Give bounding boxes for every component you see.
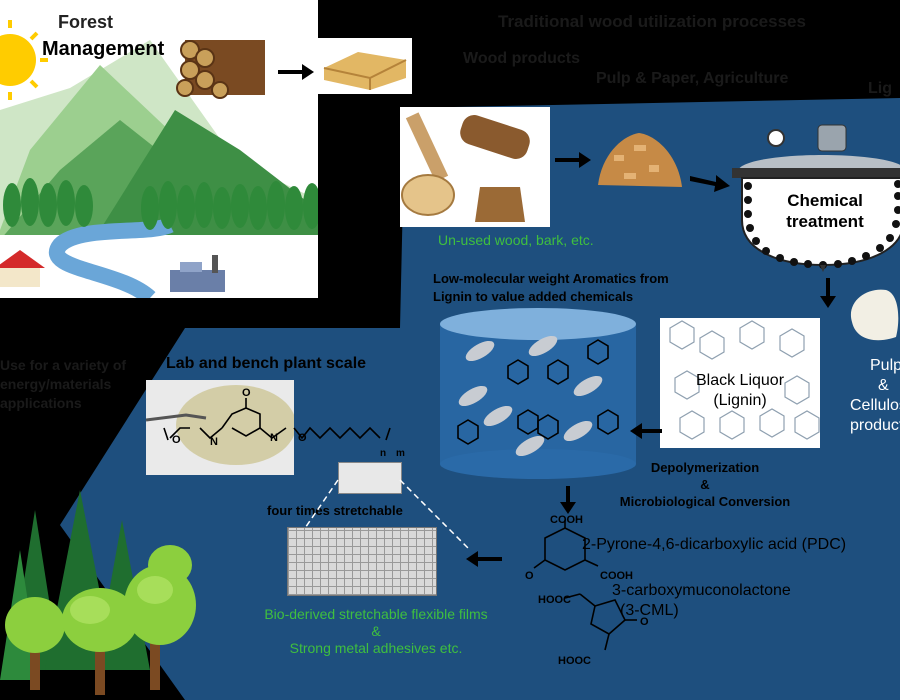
films-line3: Strong metal adhesives etc. [289,640,463,656]
arrow-down-icon [820,278,836,308]
lumber-icon [323,52,407,90]
low-mw-text-2: Lignin to value added chemicals [433,289,634,304]
sun-icon [0,20,48,100]
black-liquor-line2: (Lignin) [713,392,767,409]
pdc-cooh-top: COOH [550,514,583,526]
arrow-left-icon [466,551,502,567]
pulp-paper-text: Pulp & Paper, Agriculture [596,70,789,87]
factory-icon [170,255,225,292]
films-label: Bio-derived stretchable flexible films &… [226,606,526,657]
logs-icon [176,40,265,99]
tree-row-left [3,178,93,227]
cml-name-2: (3-CML) [620,602,679,619]
bioreactor-cylinder [440,308,636,479]
depolymerization-label: Depolymerization & Microbiological Conve… [590,459,820,510]
pulp-line1: Pulp [870,357,900,374]
pulp-line2: & [878,377,889,394]
film-photo [145,380,296,475]
house-icon [0,250,45,287]
lab-scale-label: Lab and bench plant scale [166,355,367,372]
pdc-structure-icon [533,520,599,571]
left-line-2: energy/materials [0,376,112,392]
poly-n-2: N [270,432,278,444]
chemical-treatment-label: Chemical treatment [786,191,864,231]
pdc-o-left: O [525,570,534,582]
forest-landscape [0,20,318,298]
black-liquor-label: Black Liquor (Lignin) [665,371,815,411]
reactor-vessel-icon [732,124,900,272]
stretched-film-large [287,527,437,596]
cml-hooc-bottom: HOOC [558,655,591,667]
poly-o-1: O [172,434,181,446]
cml-name-1: 3-carboxymuconolactone [612,582,791,599]
traditional-processes-text: Traditional wood utilization processes [498,12,806,31]
poly-o-top: O [242,387,251,399]
left-line-3: applications [0,395,82,411]
films-line1: Bio-derived stretchable flexible films [264,606,488,622]
arrow-left-icon [630,423,662,439]
films-line2: & [371,623,381,639]
pulp-line4: products [850,417,900,434]
left-line-1: Use for a variety of [0,357,127,373]
corner-text: Lig [868,80,892,97]
cml-o: O [640,616,649,628]
arrow-right-icon [690,175,730,192]
black-liquor-image [660,318,820,448]
arrow-right-icon [278,64,314,80]
cellulose-powder-icon [850,289,899,341]
depoly-line2: & [700,477,710,492]
wood-products-text: Wood products [463,50,581,67]
pulp-label: Pulp & Cellulose products [848,356,900,436]
pdc-name-label: 2-Pyrone-4,6-dicarboxylic acid (PDC) [582,536,847,553]
left-application-text: Use for a variety of energy/materials ap… [0,356,126,413]
wood-chips-icon [598,133,682,187]
black-liquor-line1: Black Liquor [695,372,785,389]
stretched-film-small [338,462,402,494]
pulp-line3: Cellulose [850,397,900,414]
depoly-line1: Depolymerization [650,460,760,475]
stretchable-label: four times stretchable [267,503,403,518]
pdc-cooh-right: COOH [600,570,633,582]
lumber-box [318,38,412,94]
tree-row-right [141,181,318,230]
trees-illustration [0,490,196,695]
poly-n-sub: n [380,448,387,459]
cml-hooc-top: HOOC [538,594,571,606]
forest-label: Forest [58,12,114,32]
poly-o-2: O [298,432,307,444]
unused-wood-label: Un-used wood, bark, etc. [438,232,594,248]
cml-structure-icon [564,593,637,651]
forest-panel: Forest Management [0,0,318,298]
management-label: Management [42,38,165,60]
low-mw-text-1: Low-molecular weight Aromatics from [433,271,669,286]
unused-wood-image [400,107,550,227]
poly-m-sub: m [396,448,405,459]
poly-n-1: N [210,436,218,448]
arrow-right-icon [555,152,591,168]
polymer-structure-icon [163,398,391,441]
arrow-down-icon [560,486,576,514]
depoly-line3: Microbiological Conversion [619,494,791,509]
